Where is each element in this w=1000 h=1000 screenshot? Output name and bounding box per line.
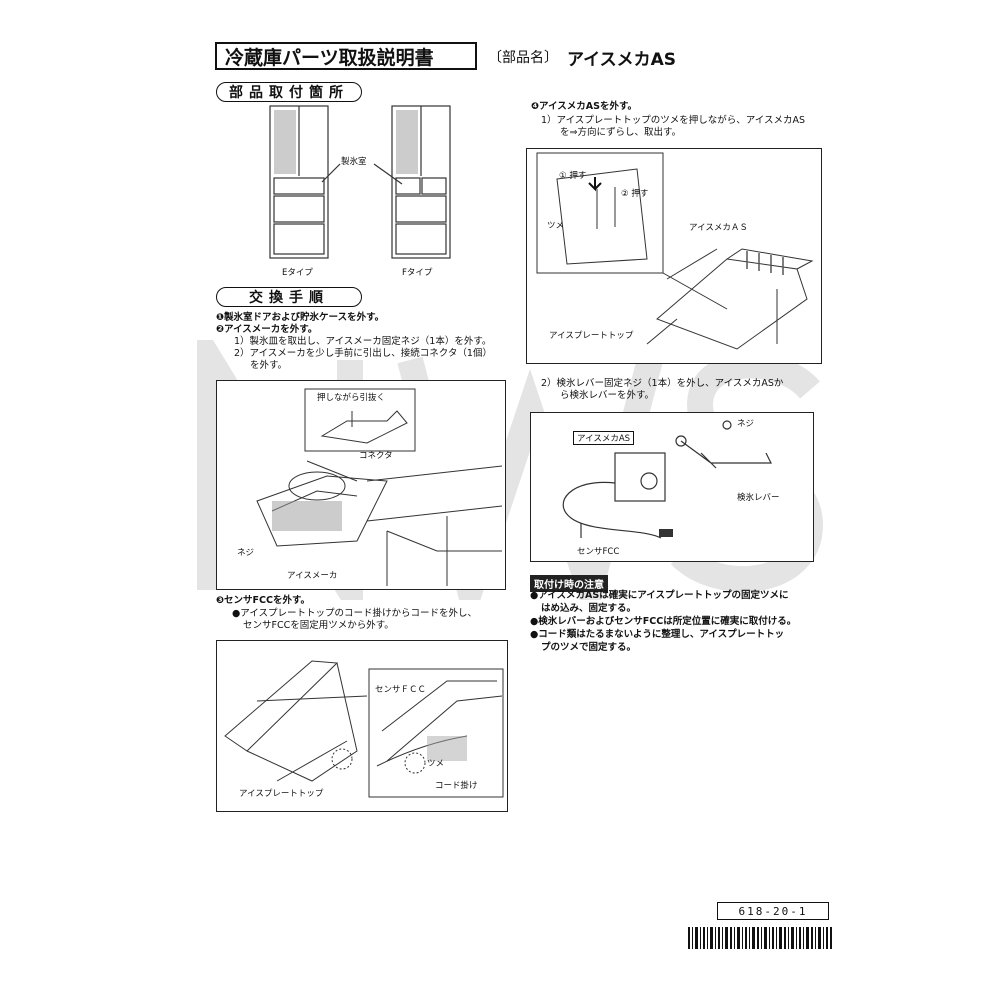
label-claw: ツメ: [547, 221, 565, 231]
step-2-2: 2）アイスメーカを少し手前に引出し、接続コネクタ（1個）: [234, 348, 492, 359]
step-3-line-1: ●アイスプレートトップのコード掛けからコードを外し、: [232, 608, 478, 619]
step-2-2-cont: を外す。: [250, 360, 288, 371]
step-2: ❷アイスメーカを外す。: [216, 324, 318, 335]
section-location-title: 部品取付箇所: [216, 82, 362, 102]
step-1: ❶製氷室ドアおよび貯氷ケースを外す。: [216, 312, 385, 323]
label-push-1: ① 押す: [559, 171, 587, 181]
label-code-hook: コード掛け: [435, 781, 478, 791]
label-icemaker: アイスメーカ: [287, 571, 338, 581]
label-type-f: Fタイプ: [402, 268, 433, 278]
label-sensor-fcc: センサＦＣＣ: [375, 685, 427, 695]
section-procedure-title: 交換手順: [216, 287, 362, 307]
figure-sensor-removal: センサＦＣＣ ツメ コード掛け アイスプレートトップ: [216, 640, 508, 812]
label-ice-mecha: アイスメカＡＳ: [689, 223, 748, 233]
note-line-1: ●アイスメカASは確実にアイスプレートトップの固定ツメに: [530, 590, 789, 601]
label-screw: ネジ: [237, 548, 255, 558]
label-type-e: Eタイプ: [282, 268, 313, 278]
document-code: 618-20-1: [717, 902, 829, 920]
figure-mecha-drawing: [536, 152, 814, 350]
notes-heading: 取付け時の注意: [530, 575, 608, 592]
document-title: 冷蔵庫パーツ取扱説明書: [215, 42, 477, 70]
fridge-location-figure: [269, 105, 451, 259]
step-4-line-1: 1）アイスプレートトップのツメを押しながら、アイスメカAS: [541, 115, 806, 126]
step-4-heading: ❹アイスメカASを外す。: [531, 101, 638, 112]
figure-icemaker-removal: 押しながら引抜く コネクタ ネジ アイスメーカ: [216, 380, 506, 590]
figure-sensor-drawing: [224, 660, 504, 798]
note-line-5: プのツメで固定する。: [541, 642, 637, 653]
figure-lever-drawing: [562, 420, 772, 539]
step-4b-line-2: ら検氷レバーを外す。: [560, 390, 655, 401]
label-plate-top: アイスプレートトップ: [549, 331, 634, 341]
label-push-2: ② 押す: [621, 189, 649, 199]
label-ice-lever: 検氷レバー: [737, 493, 780, 503]
figure-mecha-removal: ① 押す ② 押す ツメ アイスメカＡＳ アイスプレートトップ: [526, 148, 822, 364]
label-icemaker-room: 製氷室: [341, 157, 367, 167]
figure-lever-removal: アイスメカAS ネジ 検氷レバー センサFCC: [530, 412, 814, 562]
label-connector: コネクタ: [359, 451, 393, 461]
note-line-2: はめ込み、固定する。: [541, 603, 637, 614]
note-line-4: ●コード類はたるまないように整理し、アイスプレートトッ: [530, 629, 785, 640]
label-screw: ネジ: [737, 419, 755, 429]
label-plate-top: アイスプレートトップ: [239, 789, 324, 799]
step-4b-line-1: 2）検氷レバー固定ネジ（1本）を外し、アイスメカASか: [541, 378, 784, 389]
label-claw: ツメ: [427, 759, 445, 769]
step-3-line-2: センサFCCを固定用ツメから外す。: [243, 620, 394, 631]
part-label: 〔部品名〕: [488, 50, 558, 66]
barcode: [688, 927, 832, 949]
note-line-3: ●検氷レバーおよびセンサFCCは所定位置に確実に取付ける。: [530, 616, 797, 627]
step-4-line-2: を⇒方向にずらし、取出す。: [560, 127, 682, 138]
part-name: アイスメカAS: [567, 50, 677, 70]
label-pull: 押しながら引抜く: [317, 393, 386, 403]
step-2-1: 1）製氷皿を取出し、アイスメーカ固定ネジ（1本）を外す。: [234, 336, 492, 347]
label-sensor-fcc: センサFCC: [577, 547, 620, 557]
step-3-heading: ❸センサFCCを外す。: [216, 595, 311, 606]
figure-icemaker-drawing: [256, 388, 503, 586]
label-ice-mecha-as: アイスメカAS: [573, 431, 635, 445]
